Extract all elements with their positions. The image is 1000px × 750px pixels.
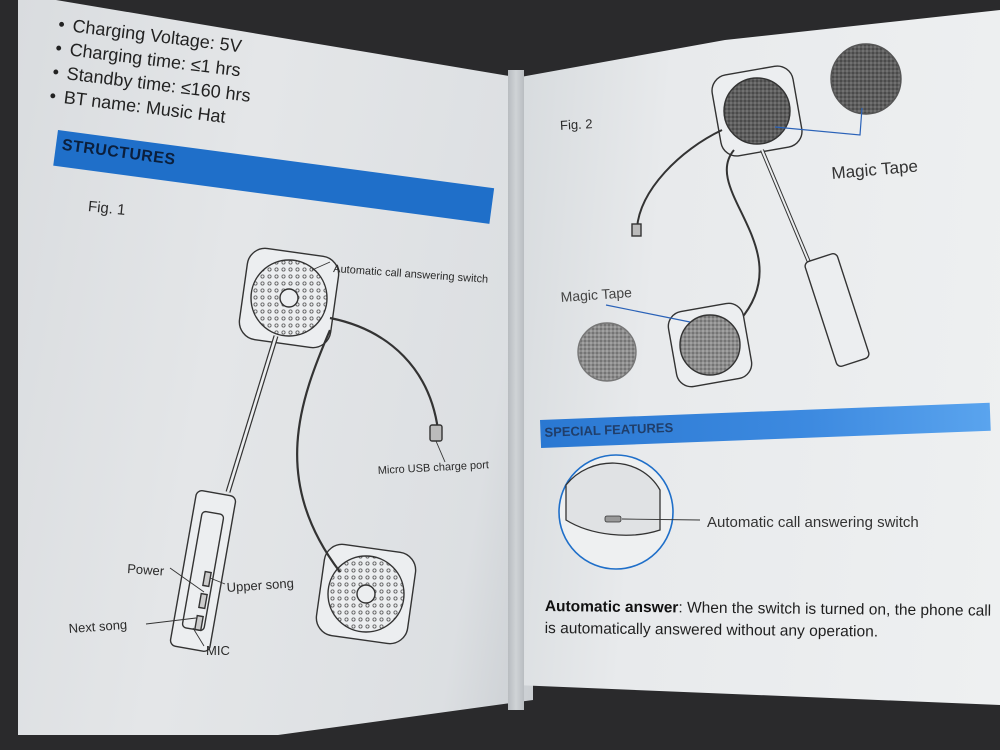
automatic-answer-heading: Automatic answer: [544, 597, 679, 617]
callout-usb-port: Micro USB charge port: [378, 459, 490, 477]
switch-callout-label: Automatic call answering switch: [707, 514, 919, 531]
callout-switch: Automatic call answering switch: [333, 263, 489, 286]
switch-closeup-drawing: [558, 454, 701, 570]
callout-upper-song: Upper song: [226, 575, 294, 595]
fig2-magic-tape-drawing: [577, 43, 902, 388]
callout-next-song: Next song: [68, 617, 127, 636]
callout-power: Power: [127, 561, 165, 579]
fig1-headset-drawing: [145, 247, 446, 653]
magic-tape-label-left: Magic Tape: [560, 284, 632, 305]
manual-left-page: [18, 0, 533, 735]
booklet-spine: [508, 70, 524, 710]
special-features-heading: SPECIAL FEATURES: [544, 419, 674, 440]
automatic-answer-paragraph: Automatic answer: When the switch is tur…: [545, 596, 1000, 645]
magic-tape-label-top: Magic Tape: [831, 157, 919, 183]
callout-mic: MIC: [206, 643, 230, 658]
